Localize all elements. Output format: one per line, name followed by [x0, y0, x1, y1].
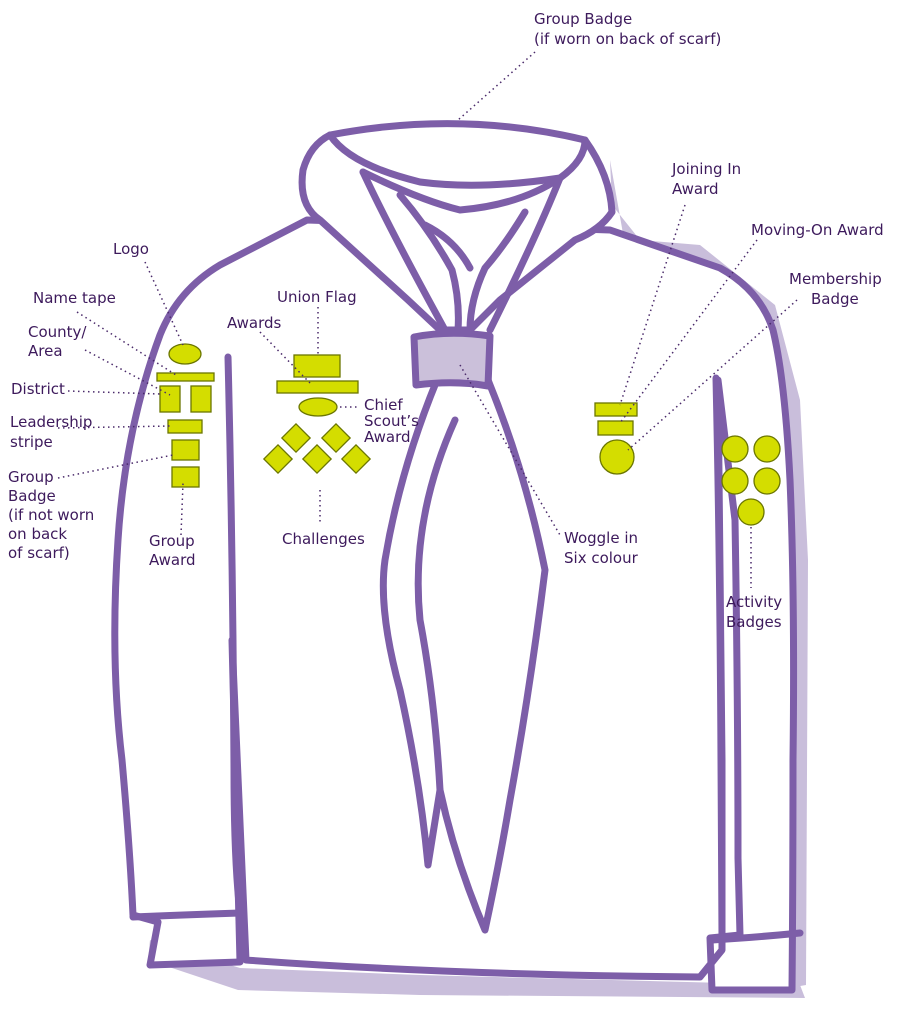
district-badge	[190, 385, 212, 413]
label-union-flag: Union Flag	[277, 288, 357, 306]
group-award-badge	[171, 466, 200, 488]
label-group-award: Group Award	[149, 532, 199, 569]
label-leadership-stripe: Leadership stripe	[10, 413, 97, 451]
right-chest-badges	[594, 402, 638, 475]
label-chief-scouts-award: Chief Scout’s Award	[364, 396, 424, 446]
moving-on-award-badge	[597, 420, 634, 436]
centre-chest-badges	[262, 354, 372, 475]
activity-badges	[721, 435, 781, 526]
label-activity-badges: Activity Badges	[726, 593, 787, 631]
label-district: District	[11, 380, 65, 398]
label-logo: Logo	[113, 240, 149, 258]
challenge-badge	[301, 443, 333, 475]
logo-badge	[168, 343, 202, 365]
scarf	[298, 120, 616, 934]
challenge-badge	[262, 443, 294, 475]
challenge-badge	[320, 422, 352, 454]
activity-badge	[753, 467, 781, 495]
leadership-stripe-badge	[167, 419, 203, 434]
label-joining-in-award: Joining In Award	[671, 160, 746, 198]
joining-in-award-badge	[594, 402, 638, 417]
label-awards: Awards	[227, 314, 282, 332]
labels: Group Badge (if worn on back of scarf) J…	[8, 10, 887, 631]
left-chest-badges	[156, 343, 215, 488]
activity-badge	[721, 467, 749, 495]
union-flag-badge	[293, 354, 341, 378]
label-moving-on-award: Moving-On Award	[751, 221, 884, 239]
label-group-badge-front: Group Badge (if not worn on back of scar…	[8, 468, 99, 562]
awards-badge	[276, 380, 359, 394]
chief-scout-award-badge	[298, 397, 338, 417]
label-county-area: County/ Area	[28, 323, 91, 360]
label-woggle: Woggle in Six colour	[564, 529, 643, 567]
activity-badge	[721, 435, 749, 463]
label-name-tape: Name tape	[33, 289, 116, 307]
name-tape-badge	[156, 372, 215, 382]
leader-lines	[57, 51, 798, 588]
activity-badge	[753, 435, 781, 463]
label-membership-badge: Membership Badge	[789, 270, 887, 308]
activity-badge	[737, 498, 765, 526]
group-badge-front	[171, 439, 200, 461]
challenge-badge	[280, 422, 312, 454]
county-badge	[159, 385, 181, 413]
challenge-badge	[340, 443, 372, 475]
membership-badge	[599, 439, 635, 475]
woggle	[410, 329, 494, 390]
label-challenges: Challenges	[282, 530, 365, 548]
label-group-badge-back: Group Badge (if worn on back of scarf)	[534, 10, 721, 48]
